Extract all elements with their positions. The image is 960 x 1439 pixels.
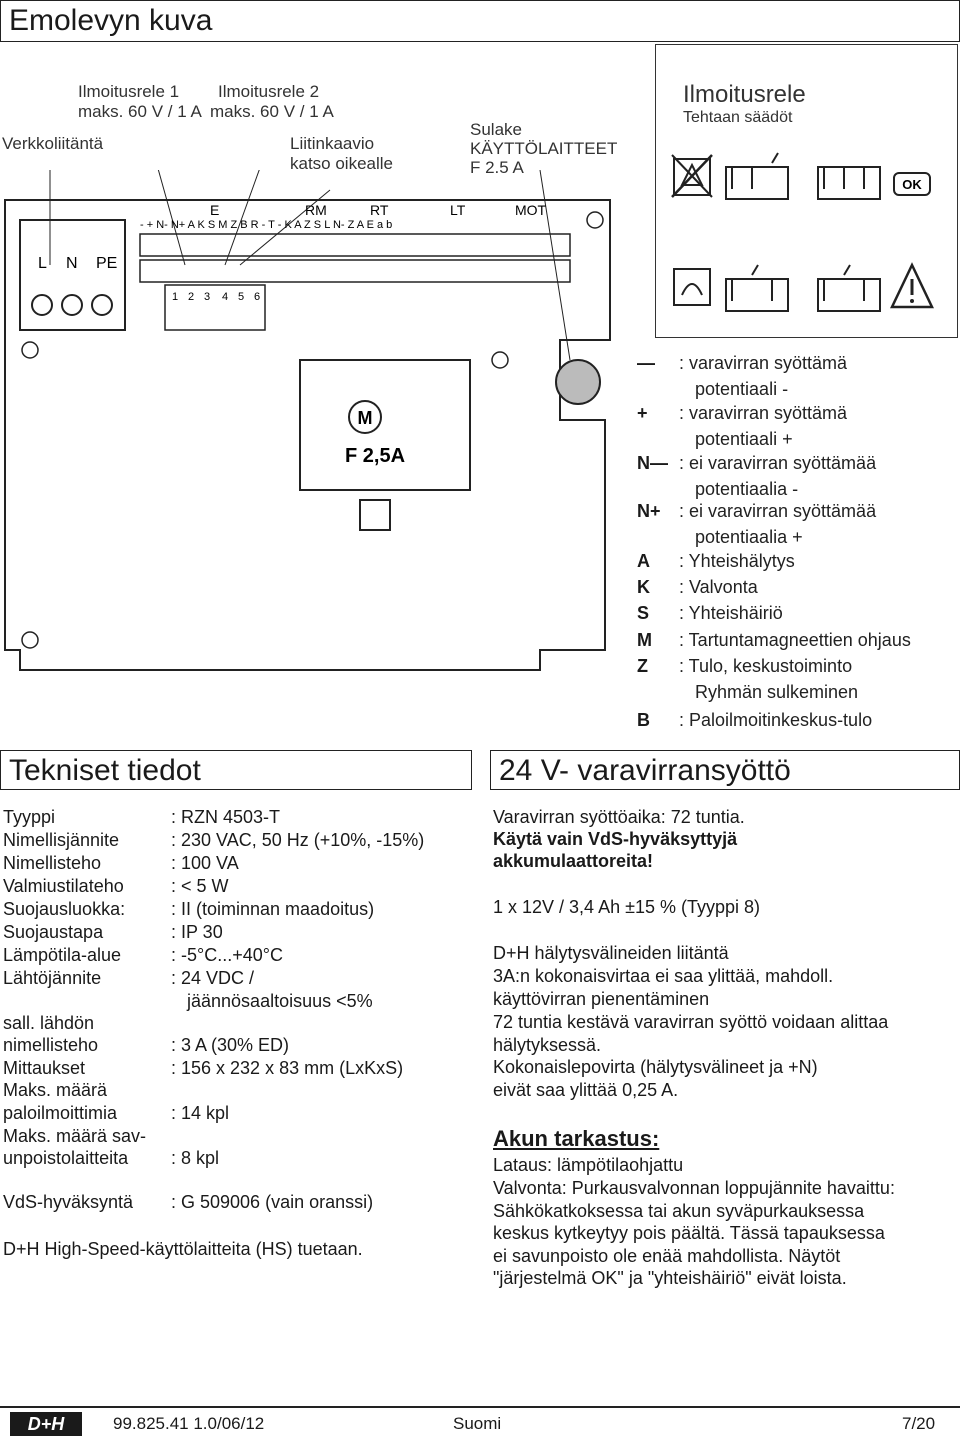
svg-text:2: 2 (188, 291, 194, 303)
relay-settings-subtitle: Tehtaan säädöt (683, 109, 793, 126)
battery-para-line: Kokonaislepovirta (hälytysvälineet ja +N… (493, 1057, 818, 1077)
svg-text:F 2,5A: F 2,5A (345, 445, 405, 467)
board-outline (4, 199, 611, 671)
dip-switch-top-right (817, 166, 881, 200)
svg-text:OK: OK (902, 177, 922, 192)
tech-footer-note: D+H High-Speed-käyttölaitteita (HS) tuet… (3, 1239, 363, 1259)
svg-text:5: 5 (238, 291, 244, 303)
relay-settings-title: Ilmoitusrele (683, 81, 806, 108)
svg-text:1: 1 (172, 291, 178, 303)
tech-title: Tekniset tiedot (9, 754, 201, 787)
svg-text:6: 6 (254, 291, 260, 303)
svg-text:LT: LT (450, 202, 466, 218)
motherboard-diagram: L N PE E RM RT LT MOT - + N- N+ A K S M … (4, 170, 611, 671)
page-title-box: Emolevyn kuva (0, 0, 960, 42)
battery-spec: 1 x 12V / 3,4 Ah ±15 % (Tyyppi 8) (493, 897, 761, 917)
label-sulake-c: F 2.5 A (470, 158, 524, 177)
battery-check-title: Akun tarkastus: (493, 1126, 660, 1151)
tech-section-title: Tekniset tiedot (0, 750, 472, 790)
dip-switch-bottom-left (725, 264, 789, 312)
ok-badge: OK (893, 172, 931, 196)
relay-switch-diagram: OK (671, 152, 934, 312)
svg-text:M: M (358, 408, 373, 428)
battery-para-line: D+H hälytysvälineiden liitäntä (493, 943, 729, 963)
relay-settings-box: Ilmoitusrele Tehtaan säädöt OK (655, 44, 958, 338)
dip-switch-bottom-right (817, 264, 881, 312)
svg-text:- + N- N+ A K S M Z B R - T: - + N- N+ A K S M Z B R - T - K A Z S L … (140, 219, 392, 231)
svg-text:N: N (66, 255, 78, 272)
power-terminal-block: L N PE (19, 219, 126, 331)
battery-para-line: hälytyksessä. (493, 1035, 602, 1055)
dip-switch-top-left (725, 152, 789, 200)
svg-text:RT: RT (370, 202, 389, 218)
label-sulake-a: Sulake (470, 120, 522, 139)
battery-warning: Käytä vain VdS-hyväksyttyjä (493, 829, 738, 849)
battery-section-title: 24 V- varavirransyöttö (490, 750, 960, 790)
battery-warning: akkumulaattoreita! (493, 851, 654, 871)
warning-triangle-icon (890, 262, 934, 309)
fuse-housing: M F 2,5A (299, 359, 471, 531)
footer-language: Suomi (453, 1414, 502, 1433)
svg-text:3: 3 (204, 291, 210, 303)
label-ilmoitusrele2-b: maks. 60 V / 1 A (210, 102, 334, 121)
label-ilmoitusrele2-a: Ilmoitusrele 2 (218, 82, 320, 101)
label-ilmoitusrele1-b: maks. 60 V / 1 A (78, 102, 202, 121)
page-footer: D+H 99.825.41 1.0/06/12 Suomi 7/20 (0, 1400, 960, 1439)
battery-check-line: Sähkökatkoksessa tai akun syväpurkaukses… (493, 1201, 865, 1221)
battery-para-line: käyttövirran pienentäminen (493, 989, 710, 1009)
svg-text:MOT: MOT (515, 202, 547, 218)
bell-crossed-icon (671, 154, 713, 198)
battery-para-line: 3A:n kokonaisvirtaa ei saa ylittää, mahd… (493, 966, 834, 986)
battery-check-line: Lataus: lämpötilaohjattu (493, 1155, 684, 1175)
label-ilmoitusrele1-a: Ilmoitusrele 1 (78, 82, 180, 101)
battery-check-line: ei savunpoisto ole enää mahdollista. Näy… (493, 1246, 841, 1266)
label-liitinkaavio-b: katso oikealle (290, 154, 394, 173)
alarm-icon (673, 268, 711, 306)
battery-line: Varavirran syöttöaika: 72 tuntia. (493, 807, 745, 827)
page-number: 7/20 (902, 1414, 936, 1433)
battery-check-line: "järjestelmä OK" ja "yhteishäiriö" eivät… (493, 1268, 847, 1288)
brand-logo: D+H (10, 1412, 82, 1436)
svg-text:4: 4 (222, 291, 228, 303)
mounting-holes (21, 211, 604, 649)
label-liitinkaavio-a: Liitinkaavio (290, 134, 375, 153)
battery-para-line: eivät saa ylittää 0,25 A. (493, 1080, 679, 1100)
page-title: Emolevyn kuva (9, 4, 213, 37)
svg-text:RM: RM (305, 202, 327, 218)
svg-text:E: E (210, 202, 219, 218)
doc-code: 99.825.41 1.0/06/12 (113, 1414, 265, 1433)
battery-check-line: Valvonta: Purkausvalvonnan loppujännite … (493, 1178, 895, 1198)
leader-lines (49, 170, 571, 361)
battery-para-line: 72 tuntia kestävä varavirran syöttö void… (493, 1012, 889, 1032)
terminal-strip (139, 233, 571, 283)
board-dip-switch: 1 2 3 4 5 6 (164, 284, 266, 331)
svg-text:L: L (38, 255, 47, 272)
label-verkkoliitanta: Verkkoliitäntä (2, 134, 104, 153)
battery-title: 24 V- varavirransyöttö (499, 754, 791, 787)
label-sulake-b: KÄYTTÖLAITTEET (470, 139, 618, 158)
fuse-cap-icon (555, 359, 601, 405)
svg-text:PE: PE (96, 255, 117, 272)
battery-check-line: keskus kytkeytyy pois päältä. Tässä tapa… (493, 1223, 885, 1243)
